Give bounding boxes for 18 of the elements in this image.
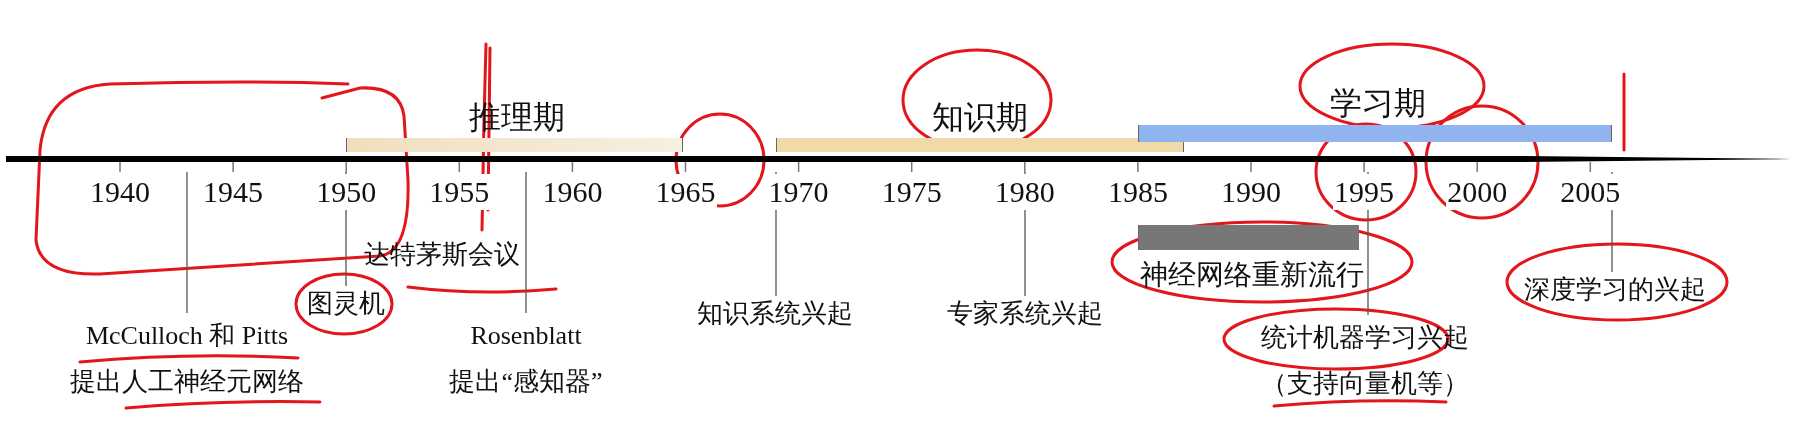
event-label: 图灵机 bbox=[307, 288, 385, 320]
event-label: 专家系统兴起 bbox=[947, 298, 1103, 330]
event-label: （支持向量机等） bbox=[1261, 368, 1469, 400]
event-label: 深度学习的兴起 bbox=[1524, 274, 1706, 306]
period-label: 学习期 bbox=[1330, 84, 1426, 123]
leader-line bbox=[525, 171, 527, 314]
year-label: 1955 bbox=[428, 174, 491, 210]
event-label: Rosenblatt bbox=[469, 320, 583, 352]
year-label: 1950 bbox=[315, 174, 378, 210]
period-label: 知识期 bbox=[932, 98, 1028, 137]
event-label: 提出“感知器” bbox=[449, 366, 603, 398]
era-label: 神经网络重新流行 bbox=[1140, 258, 1364, 292]
event-label: 提出人工神经元网络 bbox=[70, 366, 304, 398]
leader-line bbox=[186, 171, 188, 314]
year-label: 1995 bbox=[1333, 174, 1396, 210]
event-label: 知识系统兴起 bbox=[697, 298, 853, 330]
event-label: McCulloch 和 Pitts bbox=[84, 320, 290, 352]
year-label: 2005 bbox=[1559, 174, 1622, 210]
